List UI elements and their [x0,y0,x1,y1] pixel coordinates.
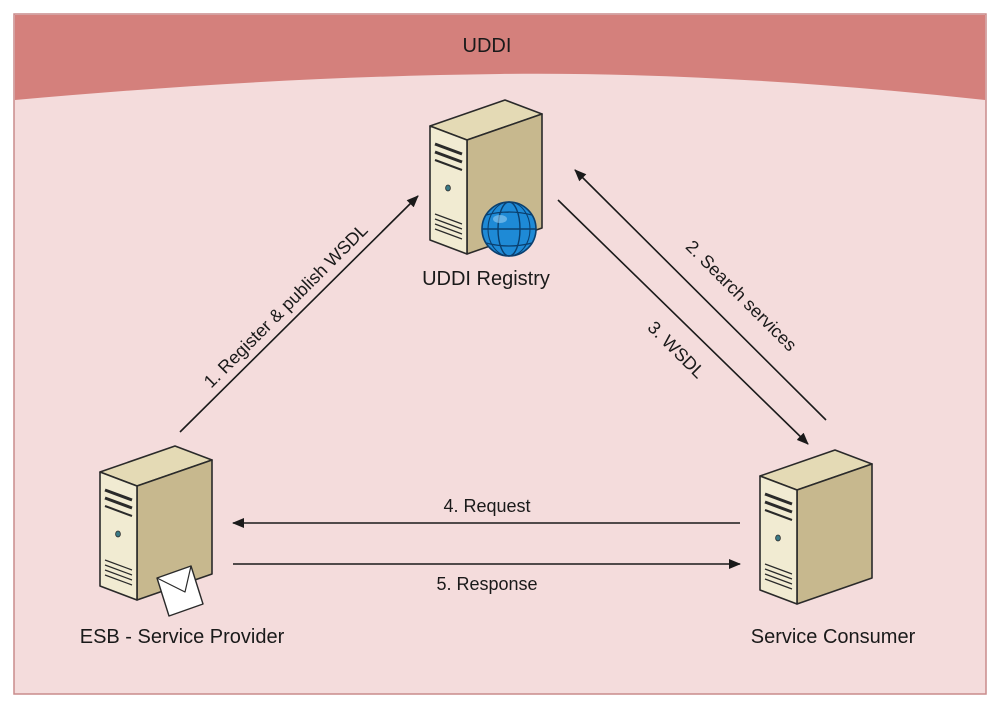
service-consumer-server-icon [758,448,874,606]
uddi-registry-label: UDDI Registry [422,268,550,290]
response-label: 5. Response [436,574,537,594]
header-band [15,15,985,100]
envelope-icon [156,565,204,617]
service-provider-server-icon [98,444,214,602]
wsdl-arrow [557,199,809,445]
register-arrow [179,195,419,433]
service-provider-label: ESB - Service Provider [80,626,285,648]
globe-icon [481,201,537,257]
service-consumer-label: Service Consumer [751,626,916,648]
header-title: UDDI [463,35,512,57]
search-arrow [574,169,827,421]
request-label: 4. Request [443,496,530,516]
